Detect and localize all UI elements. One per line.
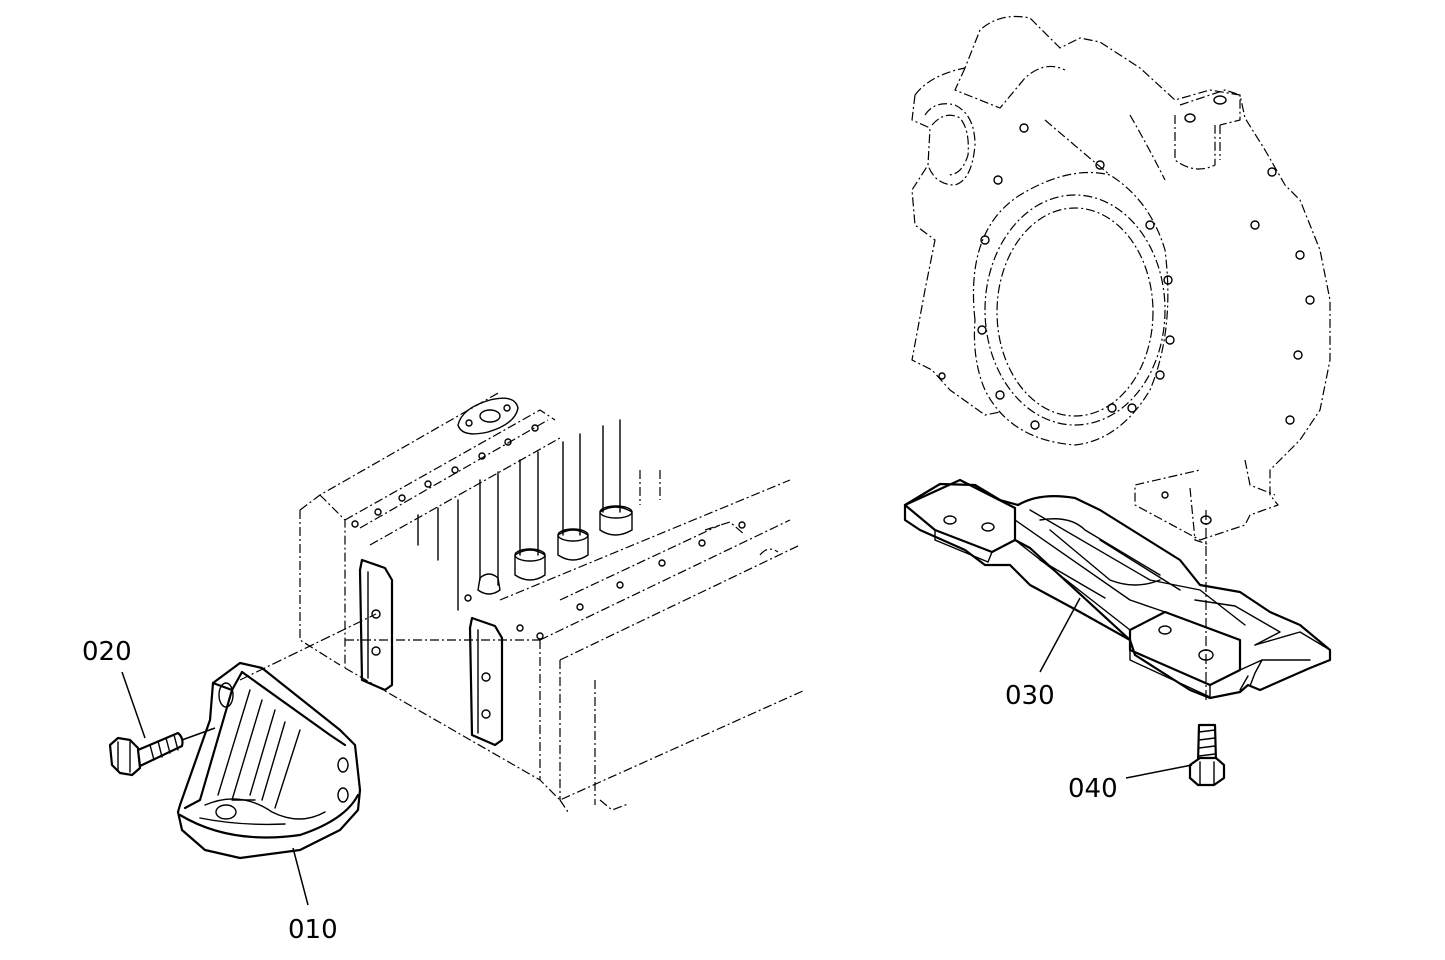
push-rods (417, 419, 661, 611)
engine-block-phantom (299, 391, 806, 813)
bracket-hole-bottom (215, 804, 237, 820)
callout-020: 020 (82, 637, 132, 667)
bolt-040[interactable] (1188, 723, 1226, 787)
callout-030: 030 (1005, 681, 1055, 711)
mounting-pad-left (358, 558, 394, 692)
bolt-020[interactable] (108, 727, 216, 777)
housing-bolt-holes (938, 123, 1315, 499)
callout-040: 040 (1068, 774, 1118, 804)
housing-foot-hole (1200, 515, 1212, 525)
leader-010 (292, 847, 309, 906)
assembly-line-bracket (239, 613, 377, 681)
leader-040 (1125, 764, 1193, 779)
engine-mount-bracket[interactable] (176, 661, 362, 860)
leader-030 (1039, 597, 1081, 673)
callout-010: 010 (288, 915, 338, 945)
rear-mount-bracket[interactable] (903, 478, 1332, 700)
flywheel-housing-phantom (911, 15, 1331, 546)
deck-bolt-holes (351, 424, 746, 640)
oil-flange (457, 397, 519, 435)
mounting-pad-right (468, 616, 504, 747)
bracket-hole-top (218, 682, 234, 708)
leader-020 (121, 671, 146, 739)
